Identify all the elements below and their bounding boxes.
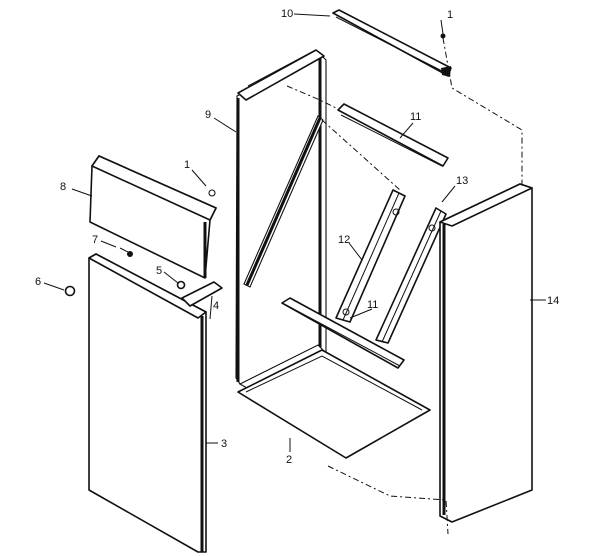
fasteners: [64, 33, 446, 297]
part-13-divider-bracket: [375, 207, 447, 344]
callout-5: 5: [156, 265, 162, 277]
part-14-side-panel: [439, 183, 533, 523]
screw-part-1-top: [440, 33, 446, 39]
callout-1-top: 1: [447, 9, 453, 21]
part-4-handle: [181, 281, 223, 307]
callout-7: 7: [92, 234, 98, 246]
callout-3: 3: [221, 438, 227, 450]
callout-14: 14: [547, 295, 559, 307]
part-8-top-front-panel: [89, 155, 217, 279]
callout-9: 9: [205, 109, 211, 121]
callout-11-lower: 11: [367, 299, 378, 311]
callout-12: 12: [338, 234, 350, 246]
callout-2: 2: [286, 454, 292, 466]
assembly-lines: [286, 37, 523, 535]
part-3-front-door: [88, 253, 207, 553]
part-2-base-tray: [237, 349, 431, 459]
callout-4: 4: [213, 300, 219, 312]
part-12-center-divider: [335, 189, 406, 323]
callout-1-left: 1: [184, 159, 190, 171]
part-11-upper-crossbar: [337, 103, 449, 167]
screw-part-1: [208, 189, 216, 197]
callout-8: 8: [60, 181, 66, 193]
part-9-back-panel: [235, 49, 327, 389]
callout-6: 6: [35, 276, 41, 288]
clip-part-7: [119, 247, 129, 253]
part-10-top-rail: [332, 9, 452, 77]
clip-part-7-dot: [127, 251, 133, 257]
callout-11-upper: 11: [410, 111, 421, 123]
screw-part-5: [176, 280, 186, 290]
part-11-lower-shelf: [281, 297, 405, 369]
callout-labels: 10 1 9 11 13 1 8 12 7 5 6 4 11 14 3 2: [35, 8, 559, 466]
nut-part-6: [64, 285, 76, 297]
leader-lines: [43, 13, 546, 452]
callout-13: 13: [456, 175, 468, 187]
callout-10: 10: [281, 8, 293, 20]
